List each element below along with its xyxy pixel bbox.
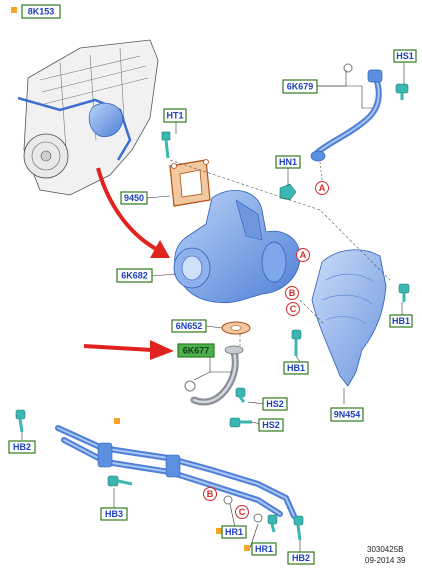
callout-a-pipe: A <box>315 181 329 195</box>
label-6n652: 6N652 <box>171 319 207 333</box>
svg-text:6K677: 6K677 <box>183 346 210 356</box>
note-marker-icon <box>216 528 222 534</box>
label-hn1: HN1 <box>275 155 301 169</box>
pointer-arrow-curved-head <box>150 240 170 258</box>
turbo-heat-shield <box>311 249 387 387</box>
label-hr1-top: HR1 <box>221 525 247 539</box>
label-hs2-bottom: HS2 <box>258 418 284 432</box>
label-6k679: 6K679 <box>282 79 318 94</box>
svg-text:HB3: HB3 <box>105 509 123 519</box>
note-marker-icon <box>244 545 250 551</box>
svg-text:HS1: HS1 <box>396 51 414 61</box>
pointer-arrow-straight-head <box>150 340 174 360</box>
svg-text:HB2: HB2 <box>13 442 31 452</box>
drawing-date: 09-2014 39 <box>365 556 406 565</box>
bolt-icon <box>235 387 246 403</box>
bolt-icon <box>398 283 410 302</box>
label-hb2-bottom: HB2 <box>287 551 315 565</box>
svg-text:HN1: HN1 <box>279 157 297 167</box>
turbo-flange-gasket <box>169 159 211 207</box>
bolt-icon <box>293 515 304 541</box>
label-9n454: 9N454 <box>330 407 364 422</box>
svg-text:9N454: 9N454 <box>334 410 361 420</box>
note-marker-icon <box>114 418 120 424</box>
svg-text:9450: 9450 <box>124 193 144 203</box>
label-hb2-left: HB2 <box>8 440 36 454</box>
pointer-arrow-straight <box>83 344 153 352</box>
svg-text:HS2: HS2 <box>266 399 284 409</box>
bolt-icon <box>15 409 26 433</box>
pointer-arrow-curved <box>96 167 159 252</box>
label-ht1: HT1 <box>163 108 187 123</box>
bolt-icon <box>161 131 171 159</box>
callout-b-lower: B <box>203 487 217 501</box>
svg-text:HR1: HR1 <box>255 544 273 554</box>
svg-text:HB1: HB1 <box>287 363 305 373</box>
label-8k153: 8K153 <box>21 4 61 19</box>
label-hb3: HB3 <box>100 507 128 521</box>
oil-return-gasket <box>221 321 251 335</box>
label-9450: 9450 <box>120 191 148 205</box>
svg-text:8K153: 8K153 <box>28 7 55 17</box>
label-6k677: 6K677 <box>177 343 215 358</box>
svg-text:B: B <box>289 288 296 298</box>
svg-text:C: C <box>239 507 246 517</box>
svg-text:A: A <box>300 250 307 260</box>
svg-text:HB1: HB1 <box>392 316 410 326</box>
bolt-icon <box>267 514 278 533</box>
drawing-number: 3030425B <box>367 545 404 554</box>
label-hs1: HS1 <box>393 49 417 63</box>
callout-b-turbo: B <box>285 286 299 300</box>
svg-text:HR1: HR1 <box>225 527 243 537</box>
callout-c-lower: C <box>235 505 249 519</box>
svg-text:6N652: 6N652 <box>176 321 203 331</box>
svg-text:A: A <box>319 183 326 193</box>
bolt-icon <box>291 329 302 356</box>
label-hs2-top: HS2 <box>262 397 288 411</box>
svg-text:HS2: HS2 <box>262 420 280 430</box>
svg-text:HT1: HT1 <box>166 111 183 121</box>
label-hb1-left: HB1 <box>283 361 309 375</box>
bolt-icon <box>229 417 252 428</box>
dashed-guide-lines <box>169 159 391 346</box>
nut-icon <box>279 183 297 201</box>
label-6k682: 6K682 <box>116 268 153 283</box>
bolt-icon <box>395 83 409 100</box>
svg-text:B: B <box>207 489 214 499</box>
callout-c-turbo: C <box>286 302 300 316</box>
label-hb1-right: HB1 <box>389 314 413 328</box>
svg-text:6K679: 6K679 <box>287 82 314 92</box>
label-hr1-bottom: HR1 <box>251 542 277 556</box>
engine-block-illustration <box>17 39 159 196</box>
coolant-pipe-assembly <box>55 425 297 523</box>
turbocharger-assembly <box>173 190 301 303</box>
bolt-icon <box>107 475 133 487</box>
oil-feed-pipe <box>310 63 383 162</box>
svg-text:HB2: HB2 <box>292 553 310 563</box>
svg-text:C: C <box>290 304 297 314</box>
svg-text:6K682: 6K682 <box>121 271 148 281</box>
callout-a-turbo: A <box>296 248 310 262</box>
note-marker-icon <box>11 7 17 13</box>
oil-return-pipe <box>184 345 244 406</box>
